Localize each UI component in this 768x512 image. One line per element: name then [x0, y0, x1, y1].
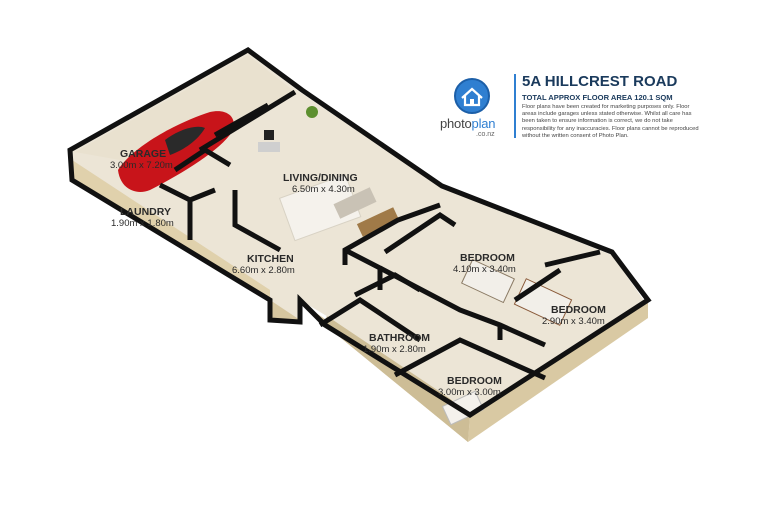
divider — [514, 74, 516, 138]
room-name: LAUNDRY — [120, 206, 171, 218]
room-size: 4.10m x 3.40m — [453, 264, 516, 275]
sofa — [333, 187, 377, 219]
room-size: 6.50m x 4.30m — [292, 184, 355, 195]
disclaimer-text: Floor plans have been created for market… — [522, 104, 699, 139]
room-size: 3.00m x 7.20m — [110, 160, 173, 171]
brand-name: photoplan — [440, 116, 520, 131]
brand-name-part1: photo — [440, 116, 472, 131]
room-size: 2.90m x 3.40m — [542, 316, 605, 327]
page-title: 5A HILLCREST ROAD — [522, 73, 678, 90]
room-size: 6.60m x 2.80m — [232, 265, 295, 276]
room-size: 3.00m x 3.00m — [438, 387, 501, 398]
tv-unit — [258, 142, 280, 152]
room-size: 1.90m x 2.80m — [363, 344, 426, 355]
brand-domain: .co.nz — [476, 131, 495, 138]
room-name: BEDROOM — [551, 304, 606, 316]
room-name: GARAGE — [120, 148, 166, 160]
room-name: BEDROOM — [460, 252, 515, 264]
house-icon — [454, 78, 490, 114]
room-name: BATHROOM — [369, 332, 430, 344]
room-name: KITCHEN — [247, 253, 294, 265]
tv — [264, 130, 274, 140]
room-name: BEDROOM — [447, 375, 502, 387]
outer-wall — [67, 47, 652, 418]
dining-table — [356, 207, 400, 237]
interior-walls — [158, 89, 601, 381]
floor-area-subtitle: TOTAL APPROX FLOOR AREA 120.1 SQM — [522, 93, 673, 102]
bed-1 — [460, 258, 516, 304]
room-name: LIVING/DINING — [283, 172, 358, 184]
garage-floor — [75, 55, 295, 170]
room-labels: GARAGE 3.00m x 7.20m LAUNDRY 1.90m x 1.8… — [110, 148, 606, 398]
car-icon — [118, 111, 234, 192]
brand-name-part2: plan — [471, 116, 496, 131]
plant — [306, 106, 318, 118]
room-size: 1.90m x 1.80m — [111, 218, 174, 229]
